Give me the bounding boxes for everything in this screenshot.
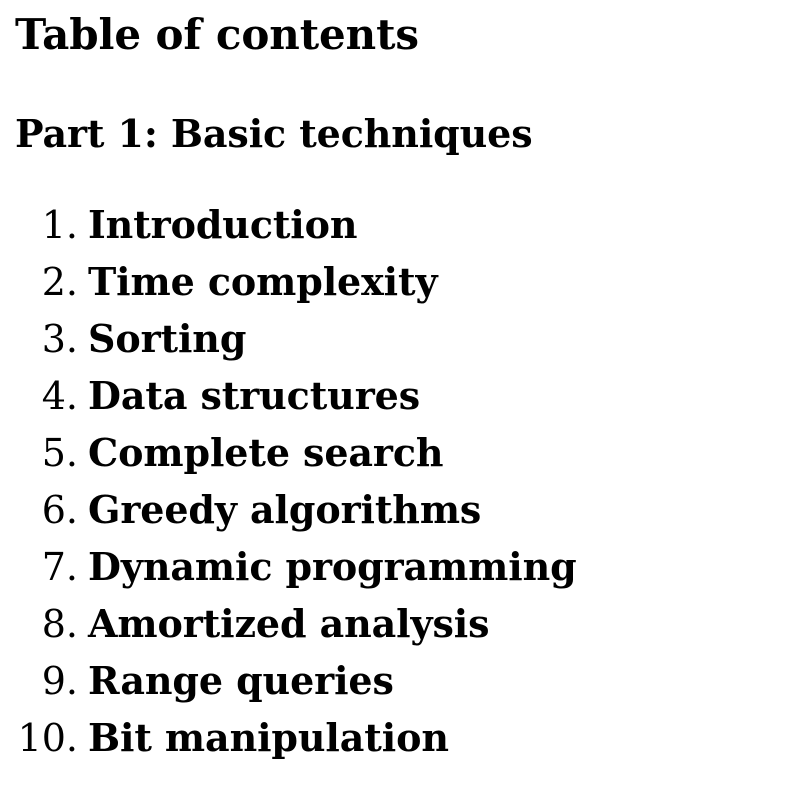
list-item[interactable]: 10. Bit manipulation bbox=[0, 717, 760, 774]
list-item[interactable]: 3. Sorting bbox=[0, 318, 760, 375]
list-item-number: 9. bbox=[41, 659, 78, 703]
list-item-label[interactable]: Bit manipulation bbox=[88, 715, 449, 760]
list-item-label[interactable]: Dynamic programming bbox=[88, 544, 577, 589]
list-item[interactable]: 8. Amortized analysis bbox=[0, 603, 760, 660]
list-item-number: 1. bbox=[41, 203, 78, 247]
list-item[interactable]: 5. Complete search bbox=[0, 432, 760, 489]
list-item-number: 5. bbox=[41, 431, 78, 475]
list-item-label[interactable]: Time complexity bbox=[88, 259, 438, 304]
list-item-number: 2. bbox=[41, 260, 78, 304]
list-item[interactable]: 2. Time complexity bbox=[0, 261, 760, 318]
list-item-label[interactable]: Greedy algorithms bbox=[88, 487, 482, 532]
list-item-label[interactable]: Sorting bbox=[88, 316, 247, 361]
list-item[interactable]: 9. Range queries bbox=[0, 660, 760, 717]
list-item[interactable]: 1. Introduction bbox=[0, 204, 760, 261]
list-item-label[interactable]: Complete search bbox=[88, 430, 444, 475]
part-heading: Part 1: Basic techniques bbox=[15, 111, 533, 156]
list-item-label[interactable]: Data structures bbox=[88, 373, 420, 418]
list-item-label[interactable]: Range queries bbox=[88, 658, 394, 703]
list-item-number: 10. bbox=[17, 716, 78, 760]
list-item-number: 6. bbox=[41, 488, 78, 532]
list-item-label[interactable]: Introduction bbox=[88, 202, 358, 247]
list-item-number: 3. bbox=[41, 317, 78, 361]
page-title: Table of contents bbox=[15, 10, 419, 59]
list-item[interactable]: 7. Dynamic programming bbox=[0, 546, 760, 603]
list-item[interactable]: 4. Data structures bbox=[0, 375, 760, 432]
list-item[interactable]: 6. Greedy algorithms bbox=[0, 489, 760, 546]
list-item-number: 4. bbox=[41, 374, 78, 418]
list-item-number: 7. bbox=[41, 545, 78, 589]
table-of-contents-list: 1. Introduction 2. Time complexity 3. So… bbox=[0, 204, 760, 774]
list-item-label[interactable]: Amortized analysis bbox=[88, 601, 490, 646]
list-item-number: 8. bbox=[41, 602, 78, 646]
